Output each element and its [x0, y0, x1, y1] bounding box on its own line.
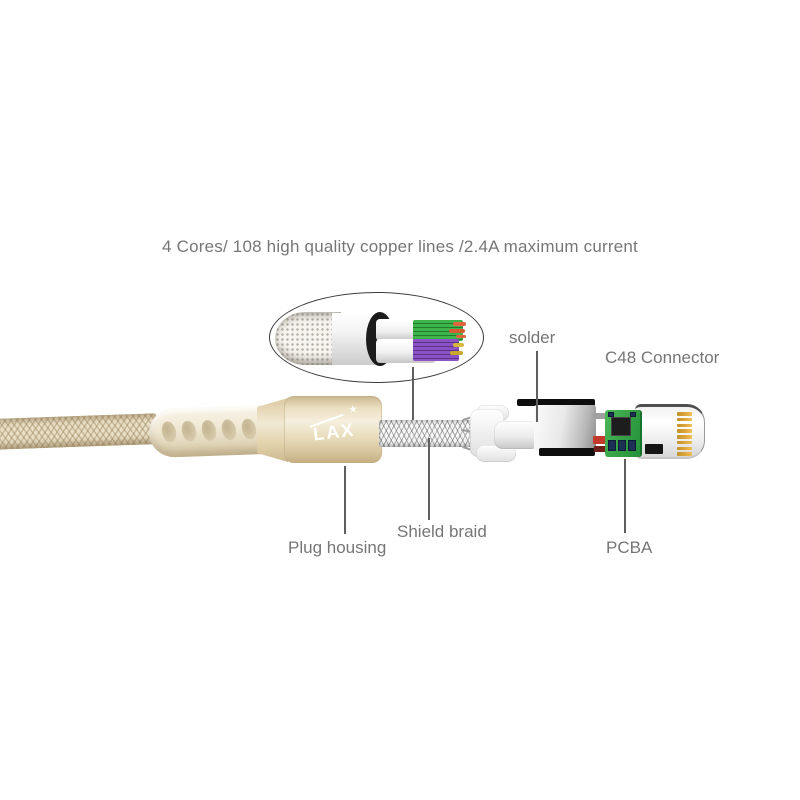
- braided-cable: [0, 413, 158, 450]
- callout-solder: solder: [509, 328, 556, 347]
- solder-sleeve: [494, 421, 540, 449]
- pcba-component: [630, 412, 636, 417]
- overmold-lobe-bottom: [476, 445, 516, 462]
- housing-flare: [257, 398, 288, 462]
- pcba-component: [618, 440, 626, 451]
- callout-plug-housing: Plug housing: [288, 538, 387, 557]
- strain-relief-dimple: [219, 417, 239, 442]
- strain-relief: [148, 404, 267, 459]
- gold-pin: [677, 423, 692, 428]
- pcba-board: [605, 410, 640, 457]
- gold-pin: [677, 435, 692, 439]
- plug-housing: [284, 396, 382, 463]
- leader-line-plug-housing: [344, 466, 346, 534]
- copper-wire-yellow: [450, 351, 463, 355]
- gold-pin: [677, 440, 692, 445]
- copper-wire-orange: [449, 329, 465, 333]
- strain-relief-dimple: [159, 419, 179, 444]
- callout-c48-connector: C48 Connector: [605, 348, 720, 367]
- gold-pin: [677, 417, 692, 422]
- copper-wire-yellow: [453, 343, 464, 347]
- magnifier-ellipse: [269, 292, 484, 383]
- pcba-component: [608, 412, 614, 417]
- pcba-main-chip: [611, 417, 631, 436]
- strain-relief-dimple: [239, 417, 259, 441]
- connector-pin-darkred: [594, 446, 608, 452]
- diagram-title: 4 Cores/ 108 high quality copper lines /…: [162, 237, 638, 256]
- shield-braid: [379, 420, 475, 447]
- gold-pin: [677, 429, 692, 433]
- brand-logo: ★ LAX: [297, 403, 370, 459]
- gold-contact-pins: [677, 412, 692, 456]
- gold-pin: [677, 412, 692, 416]
- leader-line-shield-braid: [428, 438, 430, 520]
- pcba-component: [608, 440, 616, 451]
- leader-line-solder: [536, 351, 538, 422]
- leader-line-pcba: [624, 459, 626, 533]
- strain-relief-dimple: [199, 418, 219, 443]
- logo-star-icon: ★: [347, 404, 359, 417]
- magnified-outer-braid: [275, 312, 341, 365]
- connector-pin-red: [593, 436, 609, 444]
- tip-black-component: [645, 444, 663, 454]
- leader-line-magnifier: [412, 367, 414, 433]
- shell-black-band-bottom: [539, 448, 595, 456]
- copper-wires-purple: [413, 339, 459, 361]
- copper-wire-orange: [453, 322, 466, 326]
- gold-pin: [677, 452, 692, 456]
- logo-text: LAX: [312, 419, 357, 445]
- metal-shell: [534, 405, 596, 451]
- pcba-component: [628, 440, 636, 451]
- shell-black-band-top: [517, 399, 595, 406]
- copper-wires-green: [413, 320, 463, 341]
- callout-pcba: PCBA: [606, 538, 653, 557]
- connector-pin-gray: [593, 413, 609, 419]
- copper-wire-orange: [456, 335, 466, 338]
- callout-shield-braid: Shield braid: [397, 522, 487, 541]
- gold-pin: [677, 446, 692, 451]
- strain-relief-dimple: [179, 419, 199, 444]
- c48-connector-tip: [635, 404, 705, 459]
